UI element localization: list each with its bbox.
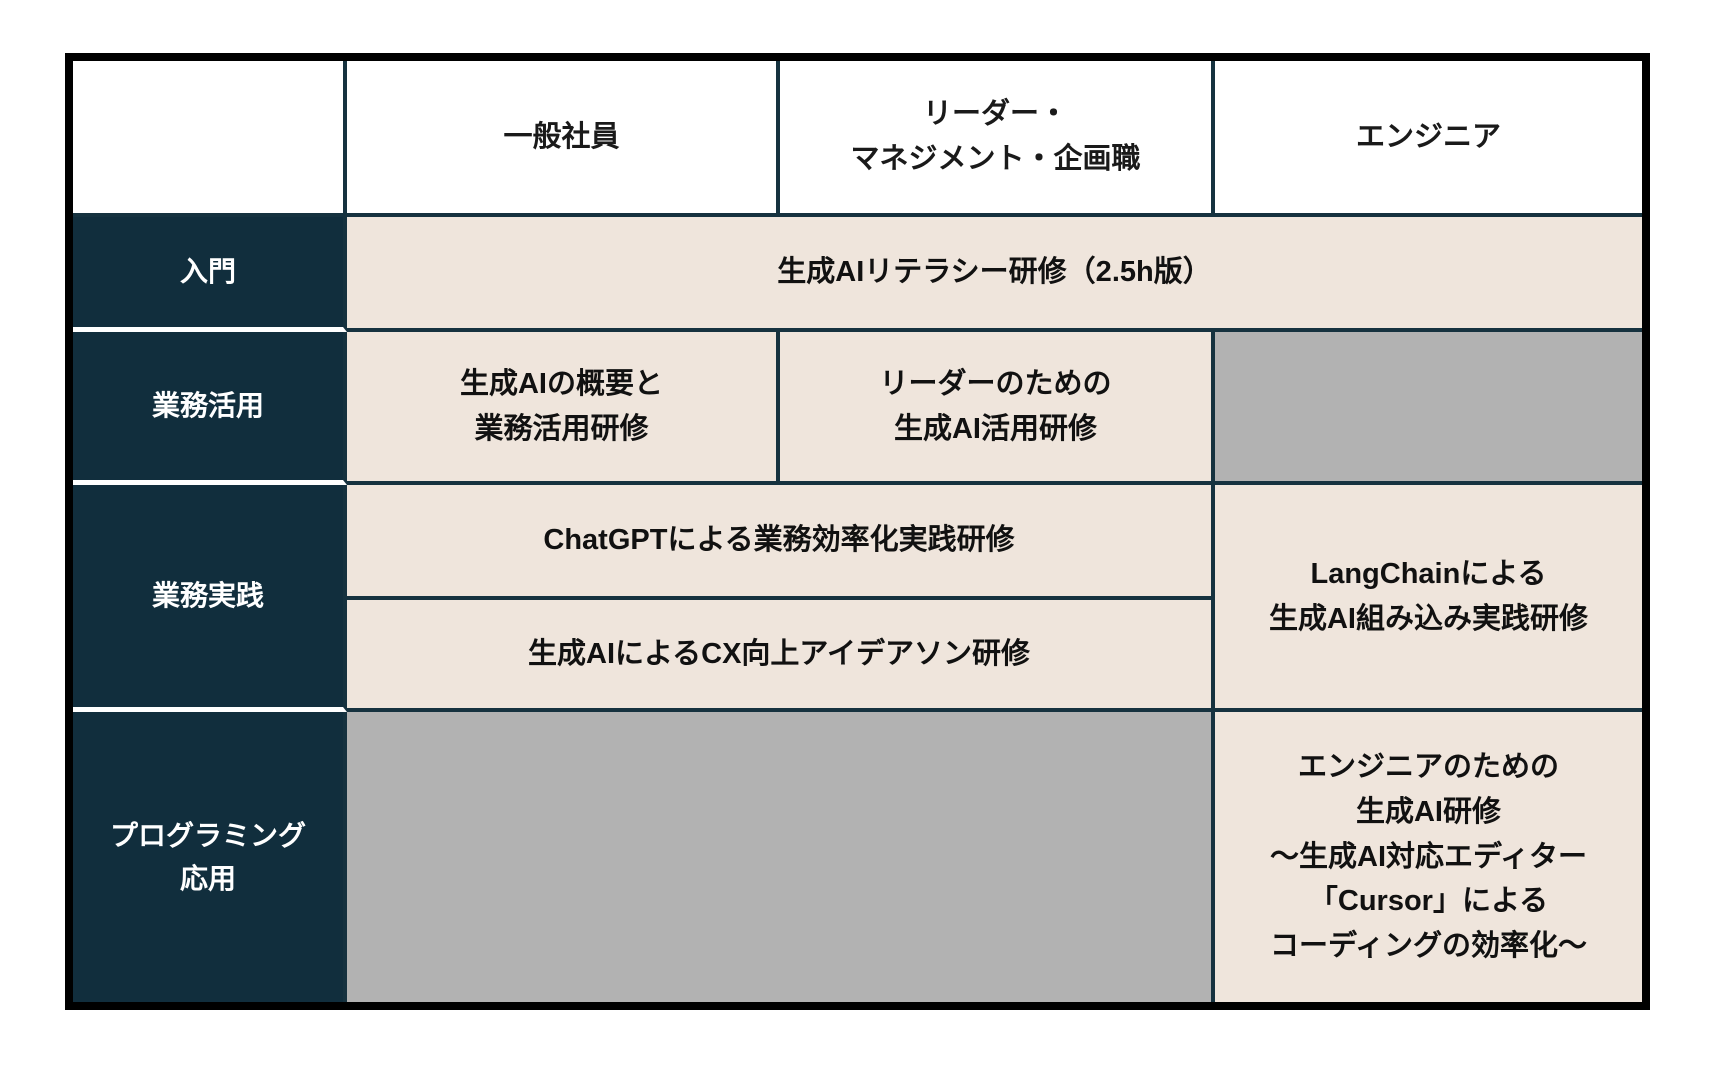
corner-cell [73,61,347,217]
cell-langchain-integration-training: LangChainによる 生成AI組み込み実践研修 [1215,485,1642,712]
cell-cx-ideathon-training: 生成AIによるCX向上アイデアソン研修 [347,600,1215,712]
empty-cell-business-utilization-engineer [1215,332,1642,485]
cell-ai-overview-business-training: 生成AIの概要と 業務活用研修 [347,332,780,485]
cell-intro-ai-literacy-training: 生成AIリテラシー研修（2.5h版） [347,217,1642,332]
training-matrix-table: 一般社員 リーダー・ マネジメント・企画職 エンジニア 入門 生成AIリテラシー… [65,53,1650,1010]
column-header-leader-management: リーダー・ マネジメント・企画職 [780,61,1215,217]
cell-leader-ai-utilization-training: リーダーのための 生成AI活用研修 [780,332,1215,485]
column-header-general-staff: 一般社員 [347,61,780,217]
row-header-introduction: 入門 [73,217,347,332]
cell-engineer-ai-cursor-training: エンジニアのための 生成AI研修 ～生成AI対応エディター 「Cursor」によ… [1215,712,1642,1002]
cell-chatgpt-efficiency-training: ChatGPTによる業務効率化実践研修 [347,485,1215,600]
empty-cell-programming-general [347,712,1215,1002]
row-header-programming-applied: プログラミング 応用 [73,712,347,1002]
row-header-business-practice: 業務実践 [73,485,347,712]
row-header-business-utilization: 業務活用 [73,332,347,485]
column-header-engineer: エンジニア [1215,61,1642,217]
